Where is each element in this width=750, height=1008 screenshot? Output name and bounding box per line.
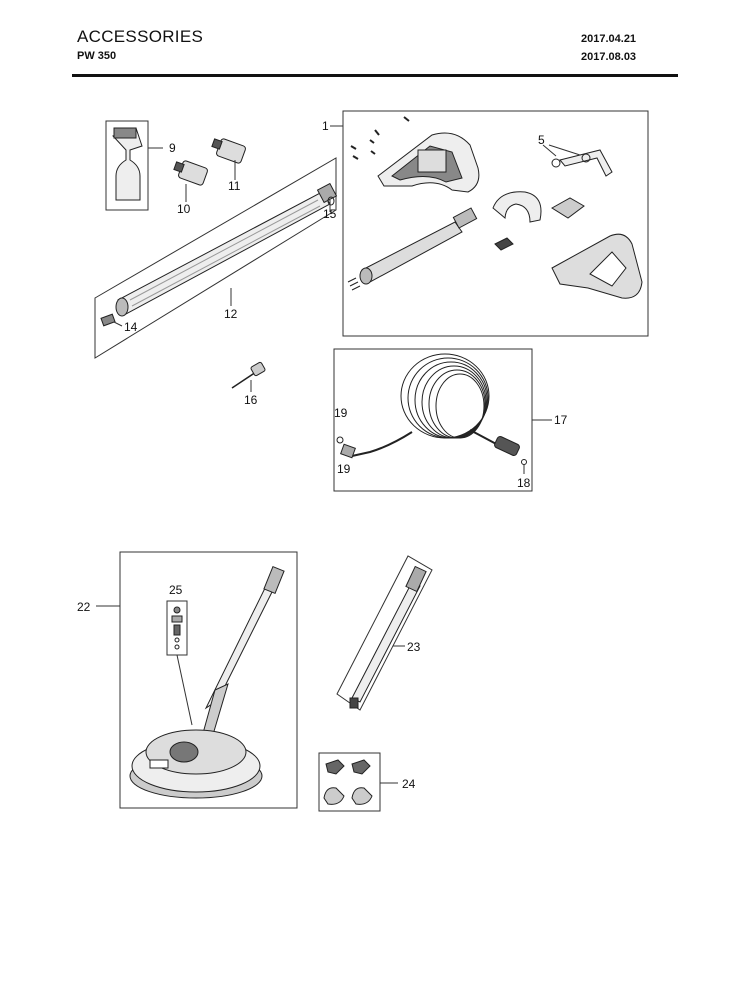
foam-bottle-drawing (112, 127, 143, 201)
callout-25: 25 (169, 583, 183, 597)
callout-1: 1 (322, 119, 329, 133)
nozzle-group (105, 120, 246, 211)
page-title: ACCESSORIES (77, 27, 204, 46)
cleaning-needle-drawing (231, 361, 266, 392)
callout-22: 22 (77, 600, 91, 614)
date-created: 2017.04.21 (581, 33, 637, 45)
callout-9: 9 (169, 141, 176, 155)
nozzle-11-drawing (211, 138, 246, 164)
callout-5: 5 (538, 133, 545, 147)
callout-10: 10 (177, 202, 191, 216)
callout-24: 24 (402, 777, 416, 791)
adapter-set-group (318, 752, 398, 812)
callout-17: 17 (554, 413, 568, 427)
gun-handle-drawing (551, 233, 643, 299)
trigger-gun-kit-group (330, 110, 649, 337)
callout-19-top: 19 (334, 406, 348, 420)
hose-coil-drawing (351, 353, 501, 457)
model-number: PW 350 (77, 50, 117, 62)
callout-15: 15 (323, 207, 337, 221)
callout-18: 18 (517, 476, 531, 490)
hose-group (333, 348, 552, 492)
nozzle-assembly-25-drawing (171, 606, 183, 650)
header-divider (72, 74, 678, 77)
surface-cleaner-drawing (129, 565, 285, 799)
callout-19-bottom: 19 (337, 462, 351, 476)
callout-12: 12 (224, 307, 238, 321)
lance-extension-drawing (347, 207, 478, 291)
screws-drawing (350, 116, 410, 160)
lance-tube-drawing (115, 182, 338, 317)
adapters-drawing (323, 759, 373, 805)
nozzle-10-drawing (173, 160, 208, 186)
callout-23: 23 (407, 640, 421, 654)
callout-14: 14 (124, 320, 138, 334)
hose-connector-drawing (551, 149, 613, 177)
date-revised: 2017.08.03 (581, 51, 637, 63)
lance-23-group (336, 555, 433, 711)
callout-11: 11 (228, 179, 241, 193)
lance-group (94, 157, 338, 359)
trigger-lever-drawing (492, 191, 585, 251)
gun-shell-drawing (377, 132, 480, 193)
callout-16: 16 (244, 393, 258, 407)
surface-cleaner-group (96, 551, 298, 809)
